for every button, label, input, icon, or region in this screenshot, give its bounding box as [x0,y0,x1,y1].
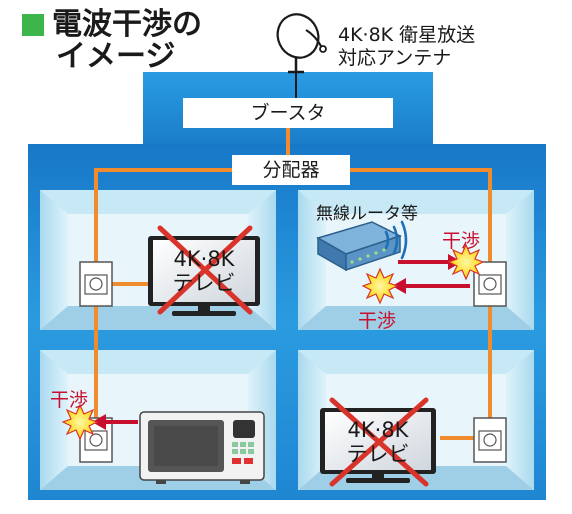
antenna-label-line1: 4K·8K 衛星放送 [338,24,476,46]
wall-outlet-top-right [473,261,507,307]
booster-label: ブースタ [250,102,326,124]
interference-label-microwave: 干渉 [50,389,89,411]
tv-top-left-cross-icon [157,225,253,315]
splitter-box [232,155,350,185]
microwave-icon [139,411,265,484]
antenna-label-line2: 対応アンテナ [338,47,452,69]
tv-top-left-label-line2: テレビ [172,271,236,295]
coax-cables [94,168,492,440]
interference-burst-icon [61,243,485,441]
wall-outlet-top-left [79,261,113,307]
tv-top-left-label-line1: 4K·8K [173,247,235,271]
diagram-title-line1: 電波干渉の [52,7,202,42]
interference-label-router: 干渉 [442,230,481,252]
satellite-dish-icon [276,13,327,74]
booster-box [183,98,393,128]
diagram-title-line2: イメージ [56,39,176,74]
wifi-waves-icon [384,220,408,260]
wall-outlet-bottom-right [473,417,507,463]
interference-arrow-outlet [392,278,470,294]
tv-bottom-right-cross-icon [329,397,429,487]
interference-label-outlet: 干渉 [358,310,397,332]
router-label: 無線ルータ等 [316,204,418,224]
tv-bottom-right-label-line2: テレビ [346,442,410,466]
title-square [22,14,44,36]
wall-outlet-bottom-left [79,417,113,463]
tv-bottom-right-label-line1: 4K·8K [347,418,409,442]
interference-arrow-microwave [92,414,138,430]
splitter-label: 分配器 [262,159,320,181]
